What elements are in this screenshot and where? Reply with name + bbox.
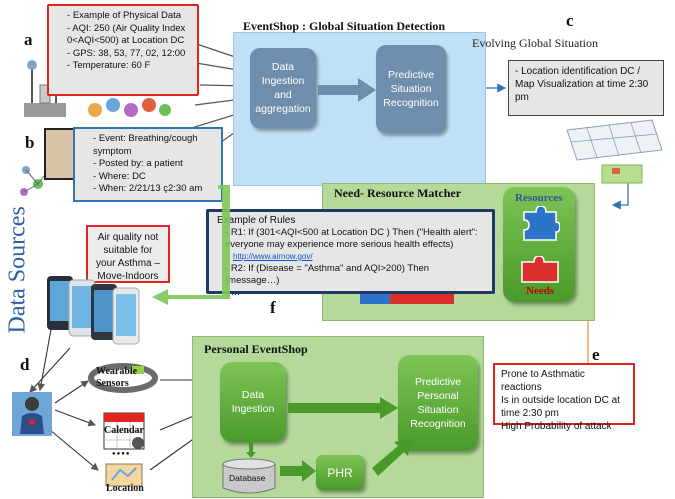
rule-r1: - R1: If (301<AQI<500 at Location DC ) T… [225, 227, 478, 250]
situation-line: Prone to Asthmatic reactions [501, 369, 585, 393]
event-line: Where: DC [93, 171, 215, 184]
personal-predictive-box: Predictive Personal Situation Recognitio… [398, 355, 478, 451]
data-sources-label: Data Sources [4, 206, 31, 334]
database-icon [221, 458, 277, 499]
situation-line: High Probability of attack [501, 421, 612, 432]
data-ingestion-box: Data Ingestion and aggregation [250, 48, 316, 128]
physical-data-line: Example of Physical Data [67, 10, 191, 23]
user-avatar-illustration [10, 390, 54, 438]
eventshop-title: EventShop : Global Situation Detection [243, 19, 446, 33]
physical-data-line: GPS: 38, 53, 77, 02, 12:00 [67, 48, 191, 61]
alert-green-arrow [148, 185, 230, 315]
alert-message: Air quality not suitable for your Asthma… [86, 225, 170, 283]
calendar-icon [102, 409, 146, 456]
wearable-sensor-icon [88, 362, 158, 399]
label-e: e [592, 345, 600, 364]
database-to-phr-arrow [280, 460, 316, 487]
ellipsis-dots: ●●●● [112, 451, 131, 457]
location-label: Location [106, 483, 144, 494]
event-line: When: 2/21/13 ç2:30 am [93, 183, 215, 196]
event-line: Posted by: a patient [93, 158, 215, 171]
ingestion-to-predictive-arrow [318, 78, 376, 102]
physical-data-line: AQI: 250 (Air Quality Index 0<AQI<500) a… [67, 23, 191, 48]
note-location-identification: - Location identification DC / Map Visua… [508, 60, 664, 116]
database-label: Database [229, 473, 266, 483]
evolving-map-illustration [557, 110, 667, 185]
event-line: Event: Breathing/cough symptom [93, 133, 215, 158]
personal-eventshop-title: Personal EventShop [204, 342, 308, 356]
calendar-label: Calendar [104, 425, 144, 436]
rule-link[interactable]: http://www.airnow.gov/ [233, 252, 313, 261]
rules-title: Example of Rules [217, 215, 296, 226]
needs-label: Needs [526, 285, 555, 297]
resources-label: Resources [515, 192, 563, 204]
resource-puzzle-icon [520, 205, 561, 247]
ingestion-to-database-arrow [246, 442, 256, 463]
note-event: Event: Breathing/cough symptom Posted by… [73, 127, 223, 202]
personal-data-ingestion-box: Data Ingestion [220, 362, 286, 442]
predictive-situation-box: Predictive Situation Recognition [376, 45, 446, 133]
rule-r3: - … [225, 287, 241, 298]
rules-box: Example of Rules - R1: If (301<AQI<500 a… [206, 209, 495, 298]
need-puzzle-icon [520, 255, 560, 289]
situation-line: Is in outside location DC at time 2:30 p… [501, 395, 620, 419]
label-d: d [20, 355, 30, 374]
evolving-situation-label: Evolving Global Situation [472, 36, 598, 50]
physical-data-line: Temperature: 60 F [67, 60, 191, 73]
label-a: a [24, 30, 33, 49]
label-b: b [25, 133, 35, 152]
matcher-title: Need- Resource Matcher [334, 186, 462, 200]
location-icon [104, 462, 144, 493]
phr-to-predictive-arrow [372, 438, 416, 483]
rule-r2: - R2: If (Disease = "Asthma" and AQI>200… [225, 263, 430, 286]
label-f: f [270, 298, 276, 317]
label-c: c [566, 11, 574, 30]
social-icons [85, 95, 175, 125]
note-patient-situation: Prone to Asthmatic reactions Is in outsi… [493, 363, 635, 432]
note-physical-data: Example of Physical Data AQI: 250 (Air Q… [47, 4, 199, 96]
phr-box: PHR [316, 455, 364, 490]
personal-ingestion-to-predictive-arrow [288, 397, 398, 424]
wearable-sensors-label: Wearable Sensors [96, 366, 138, 389]
smartphones-illustration [45, 270, 155, 348]
